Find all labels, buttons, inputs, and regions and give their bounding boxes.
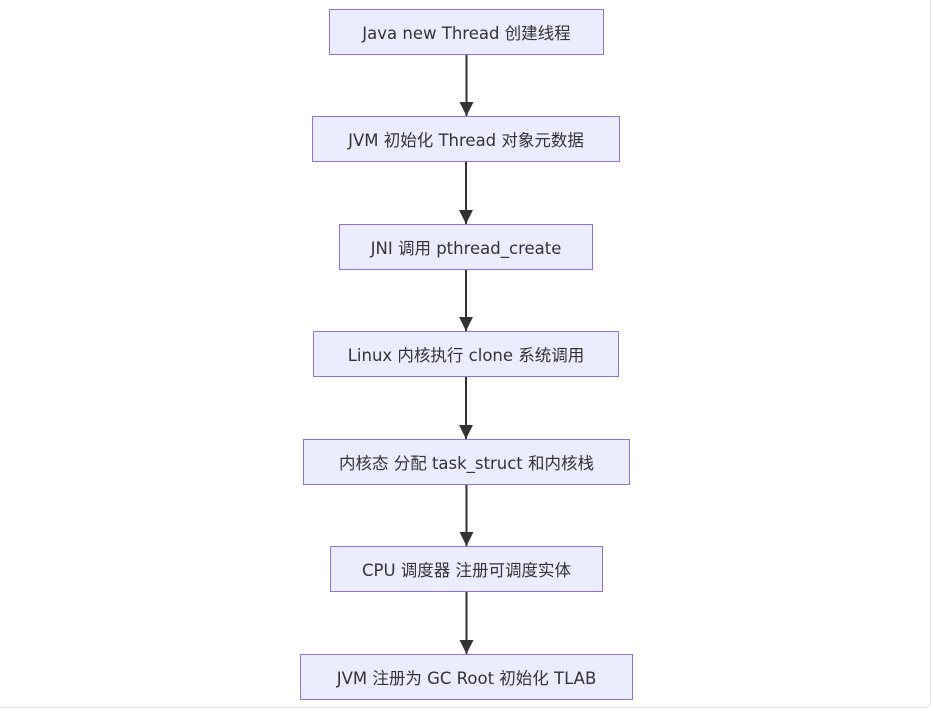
node-jvm-gc-root-tlab[interactable]: JVM 注册为 GC Root 初始化 TLAB	[300, 654, 633, 700]
node-label: Linux 内核执行 clone 系统调用	[347, 346, 585, 365]
node-label: JNI 调用 pthread_create	[370, 239, 562, 258]
node-linux-clone-syscall[interactable]: Linux 内核执行 clone 系统调用	[313, 331, 619, 377]
node-label: CPU 调度器 注册可调度实体	[361, 561, 572, 580]
node-label: Java new Thread 创建线程	[362, 24, 571, 43]
node-cpu-scheduler-register[interactable]: CPU 调度器 注册可调度实体	[330, 546, 603, 592]
node-label: JVM 初始化 Thread 对象元数据	[348, 131, 584, 150]
node-kernel-task-struct[interactable]: 内核态 分配 task_struct 和内核栈	[303, 439, 630, 485]
node-label: JVM 注册为 GC Root 初始化 TLAB	[336, 669, 597, 688]
node-java-new-thread[interactable]: Java new Thread 创建线程	[329, 9, 604, 55]
node-label: 内核态 分配 task_struct 和内核栈	[338, 454, 595, 473]
node-jvm-init-thread-metadata[interactable]: JVM 初始化 Thread 对象元数据	[312, 116, 620, 162]
node-jni-pthread-create[interactable]: JNI 调用 pthread_create	[339, 224, 593, 270]
